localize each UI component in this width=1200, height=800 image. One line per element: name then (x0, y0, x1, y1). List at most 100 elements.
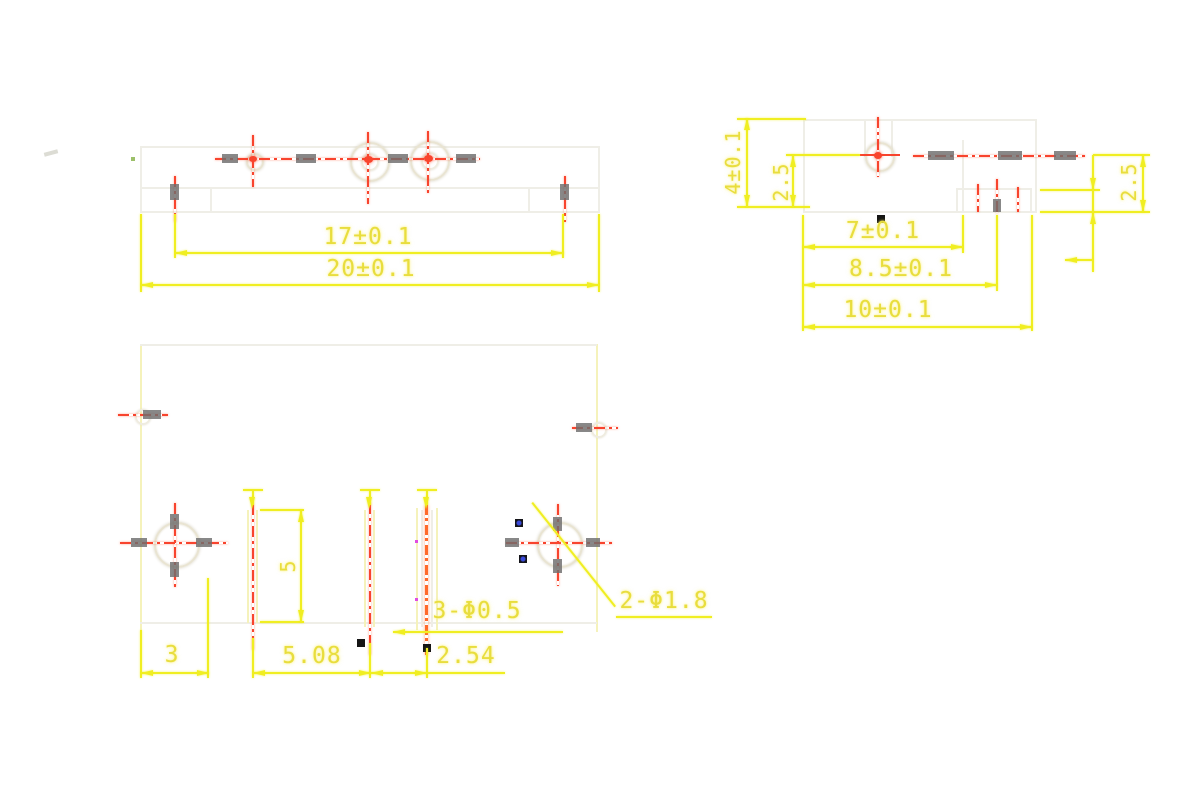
arrowhead (587, 282, 599, 288)
hole-callout-text: 2-Φ1.8 (619, 588, 709, 614)
outline-edge (1035, 119, 1037, 213)
dimension-text: 8.5±0.1 (849, 256, 953, 282)
outline-edge (140, 344, 142, 678)
arrowhead (951, 244, 963, 250)
arrowhead (141, 282, 153, 288)
extension-line (786, 154, 860, 156)
datum-tick (360, 489, 380, 491)
dimension-text: 17±0.1 (323, 224, 413, 250)
grip-handle[interactable] (515, 519, 523, 527)
arrowhead (197, 670, 209, 676)
slot-edge (436, 508, 438, 630)
dimension-line (300, 510, 302, 622)
outline-edge (956, 188, 958, 213)
hidden-dash (576, 423, 592, 432)
grip-handle[interactable] (877, 215, 885, 223)
arrowhead (253, 670, 265, 676)
arrowhead (1090, 212, 1096, 224)
extension-line (369, 643, 371, 678)
edge-hole (591, 422, 607, 438)
arrowhead (1140, 200, 1146, 212)
dimension-line (141, 672, 209, 674)
hidden-dash (170, 184, 179, 200)
hidden-dash (505, 538, 519, 547)
arrowhead (790, 155, 796, 167)
extension-line (140, 630, 142, 678)
outline-edge (528, 187, 530, 213)
dimension-line (1142, 155, 1144, 212)
arrowhead (744, 195, 750, 207)
extension-line (1031, 215, 1033, 331)
hidden-dash (388, 154, 408, 163)
snap-marker (415, 540, 418, 543)
outline-edge (1030, 188, 1032, 213)
outline-edge (864, 119, 866, 157)
grip-handle[interactable] (357, 639, 365, 647)
centerline (572, 427, 618, 429)
hole-circle (865, 142, 895, 172)
arrowhead (1065, 257, 1077, 263)
dimension-line (803, 284, 997, 286)
outline-edge (803, 119, 1037, 121)
hidden-dash (928, 151, 954, 160)
extension-line (260, 621, 304, 623)
dimension-text: 5 (276, 559, 300, 573)
dimension-text: 3 (164, 642, 180, 668)
extension-line (260, 509, 304, 511)
datum-tick (417, 489, 437, 491)
outline-edge (598, 146, 600, 213)
arrowhead (393, 629, 405, 635)
centerline (215, 158, 480, 160)
hole-circle (421, 152, 439, 170)
arrowhead (298, 510, 304, 522)
dimension-line (803, 326, 1032, 328)
hidden-dash (1054, 151, 1076, 160)
outline-edge (140, 146, 142, 213)
arrowhead (803, 244, 815, 250)
dimension-line (175, 252, 564, 254)
arrowhead (298, 610, 304, 622)
outline-edge (956, 188, 1032, 190)
extension-line (598, 214, 600, 292)
arrowhead (744, 118, 750, 130)
slot-edge (373, 510, 375, 627)
slot-edge (416, 508, 418, 630)
hole-circle (361, 153, 379, 171)
outline-edge (803, 119, 805, 213)
hidden-dash (143, 410, 161, 419)
dimension-line (141, 284, 599, 286)
hidden-dash (170, 562, 179, 577)
centerline (856, 154, 900, 156)
hidden-dash (560, 184, 569, 200)
leader-line (393, 631, 563, 633)
hidden-dash (196, 538, 212, 547)
extension-line (174, 214, 176, 258)
slot-edge (256, 510, 258, 623)
centerline (174, 503, 176, 587)
centerline (557, 504, 559, 586)
outline-edge (596, 344, 598, 632)
stray-mark (131, 157, 135, 161)
hidden-dash (296, 154, 316, 163)
hidden-dash (553, 559, 562, 573)
leader-line (1065, 259, 1093, 261)
pin-centerline (996, 179, 998, 213)
arrowhead (1090, 178, 1096, 190)
grip-handle[interactable] (519, 555, 527, 563)
centerline (367, 132, 369, 204)
snap-marker (415, 598, 418, 601)
centerline (252, 135, 254, 187)
hidden-dash (993, 199, 1001, 212)
arrowhead (423, 497, 429, 509)
extension-line (737, 206, 810, 208)
extension-line (737, 118, 806, 120)
arrowhead (141, 670, 153, 676)
pin-centerline (977, 184, 979, 212)
hole-callout-text: 3-Φ0.5 (432, 598, 522, 624)
slot-edge (364, 510, 366, 627)
hidden-dash (131, 538, 147, 547)
outline-edge (891, 119, 893, 157)
hole-circle (410, 141, 450, 181)
arrowhead (790, 195, 796, 207)
